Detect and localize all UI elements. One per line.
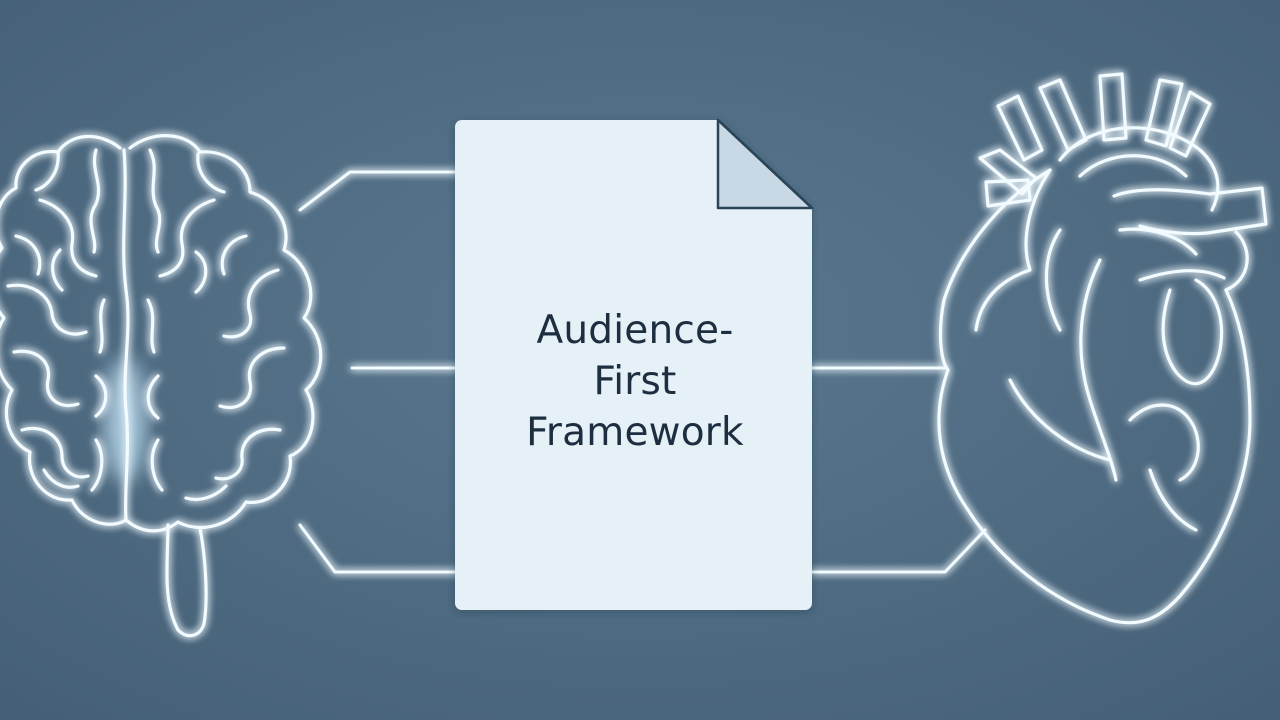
- document-title-line-3: Framework: [526, 410, 744, 455]
- connector-lines: [298, 170, 987, 574]
- connector-brain-top: [298, 170, 460, 212]
- document-title: Audience- First Framework: [456, 305, 814, 458]
- document-page: [455, 120, 812, 610]
- connector-brain-bottom: [298, 523, 460, 574]
- connector-heart-bottom: [810, 528, 987, 574]
- heart-icon: [937, 72, 1268, 625]
- document-title-line-2: First: [593, 359, 677, 404]
- document-title-line-1: Audience-: [536, 308, 734, 353]
- brain-icon: [0, 134, 323, 638]
- document-icon: [455, 118, 814, 610]
